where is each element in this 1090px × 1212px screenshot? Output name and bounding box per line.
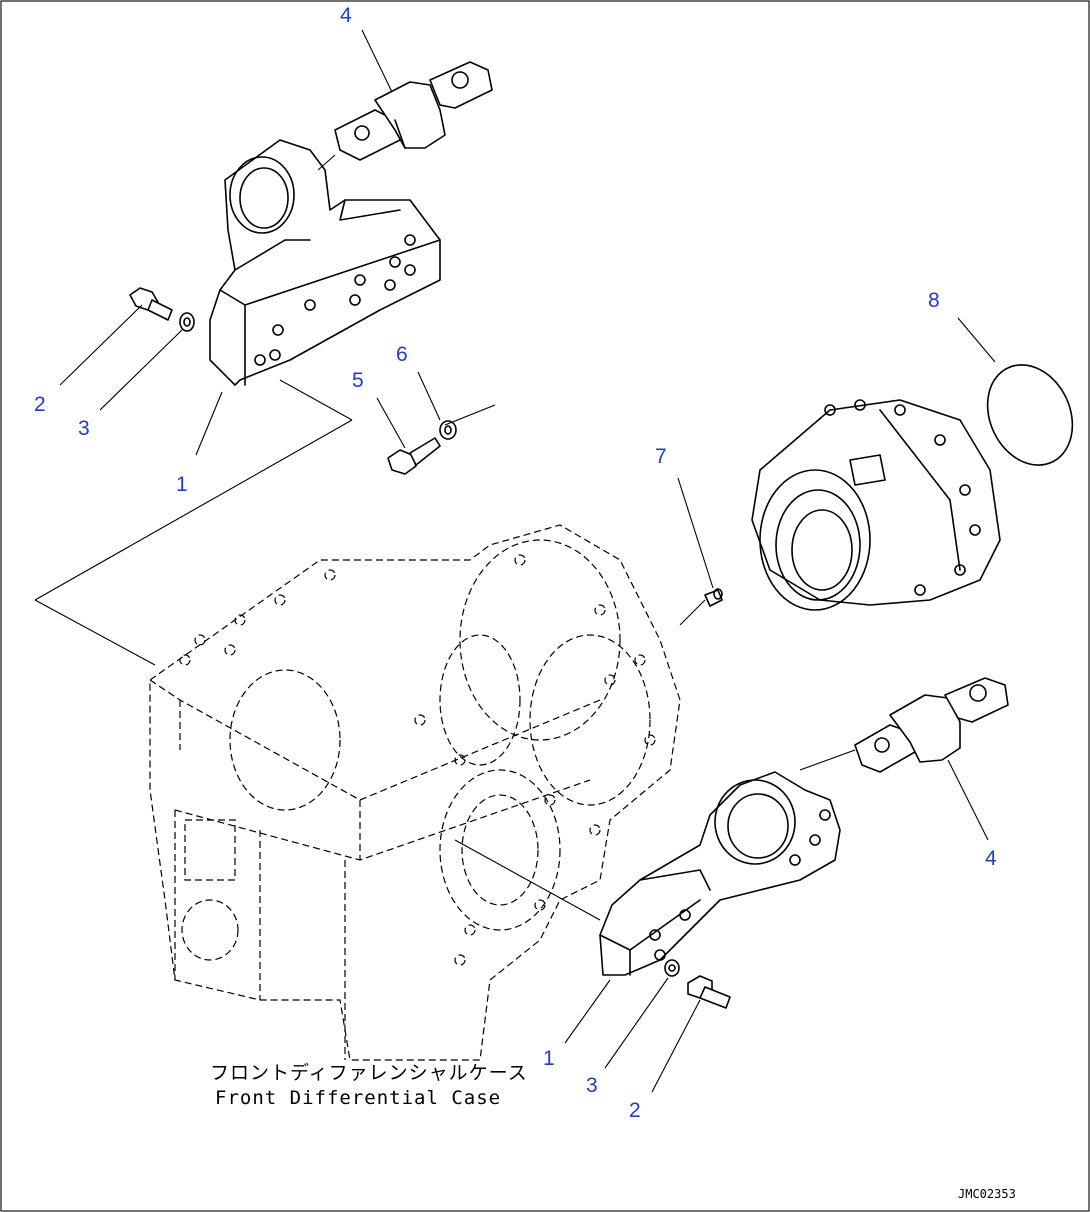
callout-8: 8	[928, 289, 940, 312]
alignment-lines	[34, 154, 856, 921]
callout-2-lower: 2	[629, 1099, 641, 1122]
dowel-pin	[704, 588, 723, 607]
o-ring	[986, 364, 1074, 466]
bushing-upper	[334, 61, 493, 161]
callout-7: 7	[655, 445, 667, 468]
caption-japanese: フロントディファレンシャルケース	[210, 1062, 528, 1084]
bolt-lower	[664, 959, 731, 1009]
bracket-lower	[599, 771, 841, 976]
callout-3-lower: 3	[586, 1074, 598, 1097]
drawing-code: JMC02353	[958, 1187, 1016, 1201]
callout-1-upper: 1	[176, 473, 188, 496]
callout-4-upper: 4	[340, 4, 352, 27]
callout-4-lower: 4	[985, 847, 997, 870]
callout-2-upper: 2	[34, 393, 46, 416]
caption-english: Front Differential Case	[215, 1087, 502, 1109]
bushing-lower	[854, 677, 1009, 773]
bolt-middle	[387, 420, 457, 475]
front-differential-case	[149, 524, 681, 1061]
bracket-upper	[209, 139, 441, 386]
leader-lines	[59, 29, 996, 1093]
callout-1-lower: 1	[543, 1047, 555, 1070]
callout-3-upper: 3	[78, 417, 90, 440]
callout-6: 6	[396, 343, 408, 366]
bolt-upper	[129, 287, 195, 332]
callout-5: 5	[352, 369, 364, 392]
differential-housing	[751, 399, 1001, 611]
